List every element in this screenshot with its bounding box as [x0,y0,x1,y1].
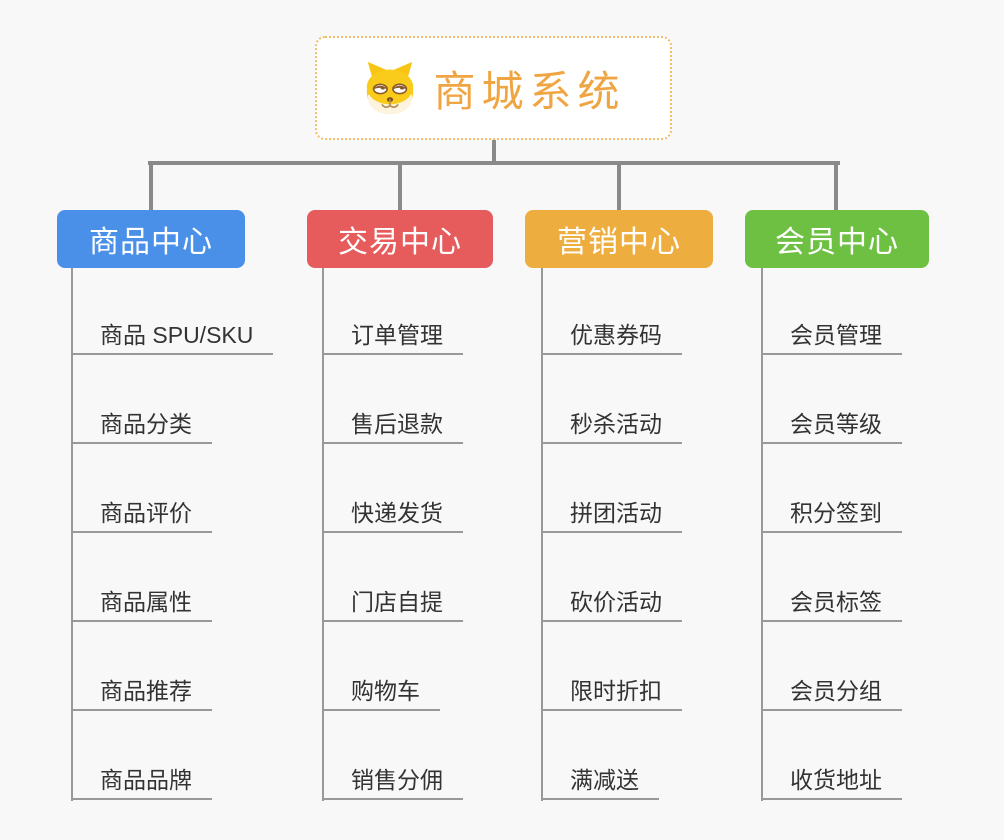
connector-stub-products [149,161,153,210]
branch-trunk-line-member [761,268,763,801]
node-item[interactable]: 会员管理 [762,320,902,355]
node-item[interactable]: 秒杀活动 [542,409,682,444]
node-item[interactable]: 商品推荐 [72,676,212,711]
connector-stub-trade [398,161,402,210]
branch-trunk-line-trade [322,268,324,801]
shiba-dog-icon [367,61,414,115]
node-item[interactable]: 商品属性 [72,587,212,622]
root-node[interactable]: 商城系统 [315,36,672,140]
node-item[interactable]: 商品评价 [72,498,212,533]
connector-horizontal [148,161,840,165]
branch-header-member-center[interactable]: 会员中心 [745,210,929,268]
node-item[interactable]: 优惠券码 [542,320,682,355]
node-item[interactable]: 砍价活动 [542,587,682,622]
node-item[interactable]: 商品品牌 [72,765,212,800]
node-item[interactable]: 快递发货 [323,498,463,533]
node-item[interactable]: 销售分佣 [323,765,463,800]
node-item[interactable]: 门店自提 [323,587,463,622]
node-item[interactable]: 满减送 [542,765,659,800]
branch-header-trade-center[interactable]: 交易中心 [307,210,493,268]
node-item[interactable]: 购物车 [323,676,440,711]
node-item[interactable]: 会员分组 [762,676,902,711]
branch-header-product-center[interactable]: 商品中心 [57,210,245,268]
node-item[interactable]: 售后退款 [323,409,463,444]
node-item[interactable]: 商品分类 [72,409,212,444]
branch-trunk-line-marketing [541,268,543,801]
node-item[interactable]: 收货地址 [762,765,902,800]
node-item[interactable]: 会员等级 [762,409,902,444]
branch-header-marketing-center[interactable]: 营销中心 [525,210,713,268]
node-item[interactable]: 限时折扣 [542,676,682,711]
branch-trunk-line-product [71,268,73,801]
node-item[interactable]: 订单管理 [323,320,463,355]
node-item[interactable]: 拼团活动 [542,498,682,533]
node-item[interactable]: 商品 SPU/SKU [72,320,274,355]
connector-stub-marketing [617,161,621,210]
connector-stub-members [834,161,838,210]
node-item[interactable]: 会员标签 [762,587,902,622]
node-item[interactable]: 积分签到 [762,498,902,533]
root-title: 商城系统 [433,67,626,115]
connector-root-vertical [492,140,496,165]
